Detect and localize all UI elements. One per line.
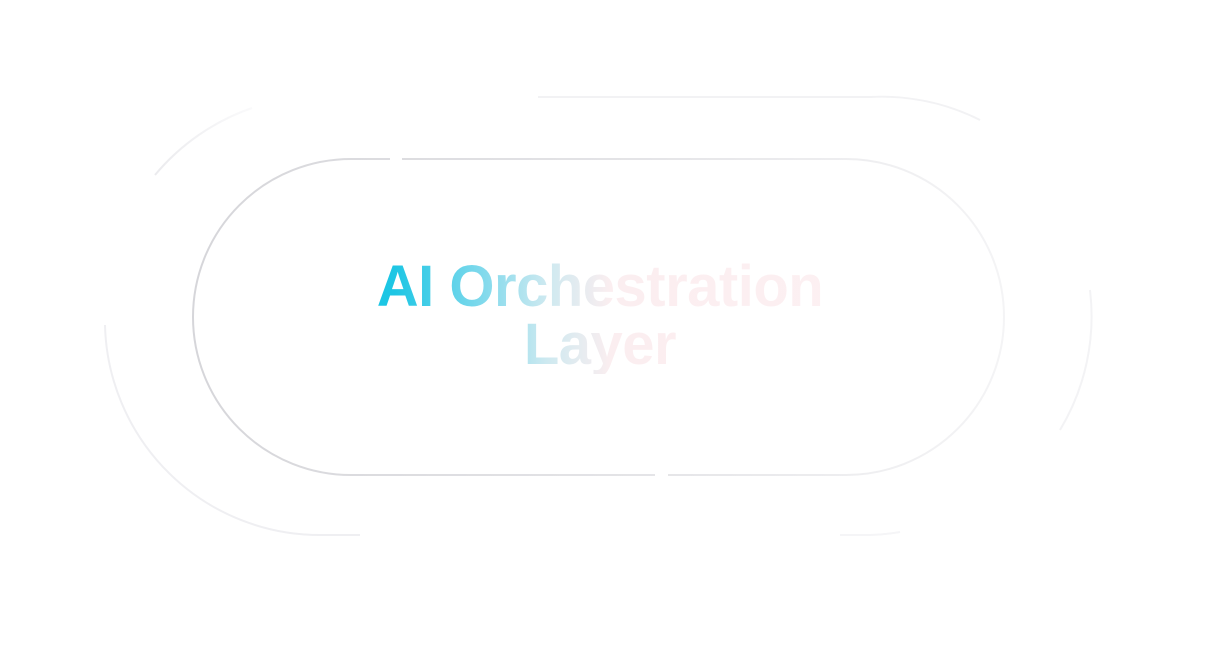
outer-ring-bottom xyxy=(840,531,901,536)
inner-ring xyxy=(192,158,1005,476)
title-block: AI Orchestration Layer xyxy=(330,258,870,374)
page-title: AI Orchestration Layer xyxy=(330,258,870,374)
outer-ring-top xyxy=(538,95,981,121)
outer-ring-left-lower xyxy=(104,324,360,536)
outer-ring-right xyxy=(1059,289,1093,431)
outer-ring-left xyxy=(154,107,253,176)
